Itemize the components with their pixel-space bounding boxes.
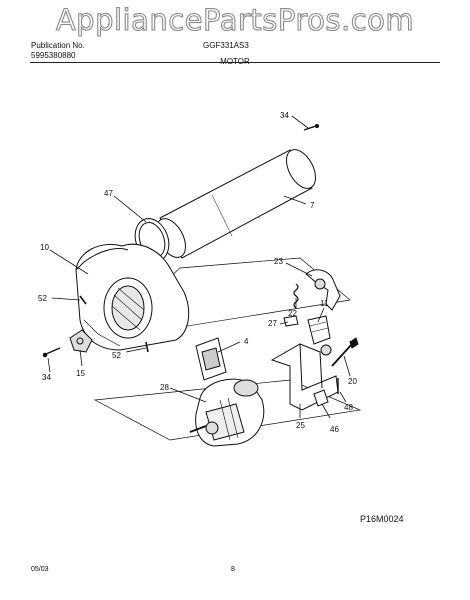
callout-leaders: [47, 115, 351, 419]
part-screw-34-lower: [42, 347, 61, 358]
callout-label: 52: [112, 351, 121, 360]
diagram-reference-code: P16M0024: [360, 514, 404, 524]
callout-label: 23: [274, 257, 283, 266]
part-motor: [189, 378, 265, 447]
model-number: GGF331AS3: [203, 41, 249, 50]
part-clamp: [69, 329, 93, 353]
callout-label: 4: [244, 337, 249, 346]
section-title: MOTOR: [220, 57, 250, 66]
part-idler-pulley: [307, 315, 332, 356]
part-screw-lower: [145, 341, 149, 353]
header-divider: [30, 62, 440, 63]
callout-label: 34: [280, 111, 289, 120]
callout-label: 20: [348, 377, 357, 386]
publication-label: Publication No.: [31, 41, 85, 50]
callout-label: 22: [288, 309, 297, 318]
part-idler-arm: [305, 269, 341, 311]
part-clip: [283, 315, 299, 327]
callout-label: 34: [42, 373, 51, 382]
watermark-logo: AppliancePartsPros.com: [55, 2, 415, 37]
part-nut: [313, 389, 329, 407]
part-screw-upper: [79, 295, 87, 305]
callout-label: 52: [38, 294, 47, 303]
publication-number: 5995380880: [31, 51, 76, 60]
part-motor-mount: [195, 337, 227, 381]
callout-label: 46: [330, 425, 339, 434]
part-duct-tube: [156, 149, 316, 259]
callout-label: 15: [76, 369, 85, 378]
part-bolt: [331, 337, 359, 367]
part-blower-housing: [75, 243, 190, 351]
callout-label: 48: [344, 403, 353, 412]
callout-label: 7: [310, 201, 315, 210]
callout-label: 10: [40, 243, 49, 252]
callout-label: 47: [104, 189, 113, 198]
page-number: 8: [231, 566, 235, 573]
part-screw-34-upper: [303, 123, 320, 131]
callout-label: 28: [160, 383, 169, 392]
footer-date: 05/03: [31, 566, 49, 573]
callout-label: 27: [268, 319, 277, 328]
callout-label: 25: [296, 421, 305, 430]
part-idler-spring: [293, 283, 299, 309]
callout-label: 11: [320, 299, 329, 308]
